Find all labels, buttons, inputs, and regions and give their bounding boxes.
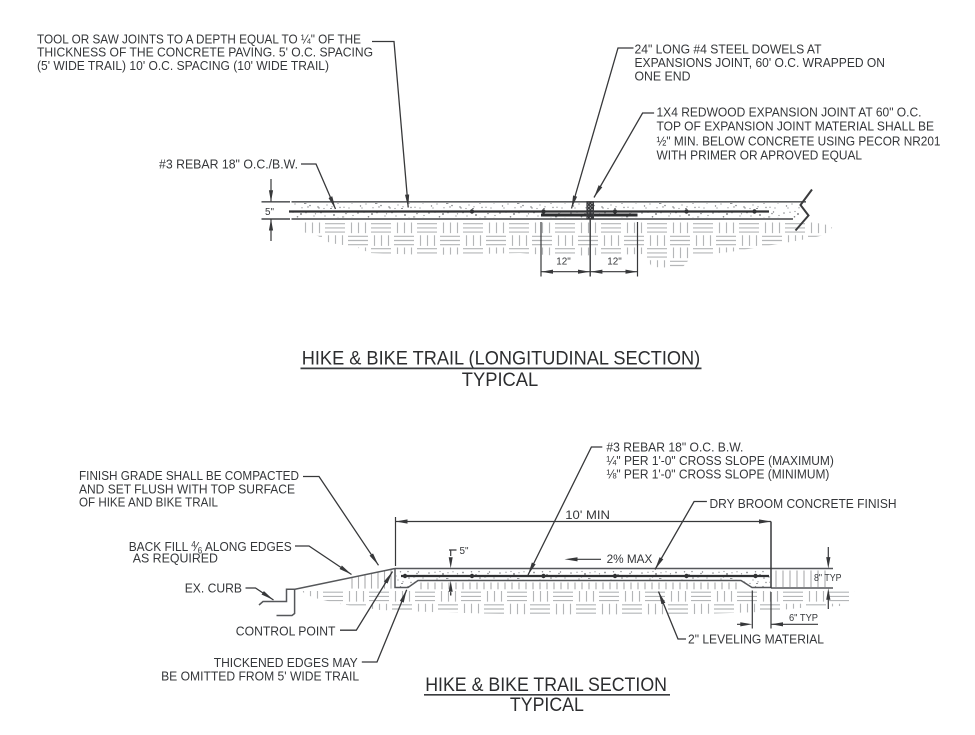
- svg-text:5": 5": [265, 207, 274, 218]
- svg-text:HIKE & BIKE TRAIL (LONGITUDINA: HIKE & BIKE TRAIL (LONGITUDINAL SECTION): [302, 348, 701, 369]
- svg-text:8" TYP: 8" TYP: [814, 573, 842, 584]
- svg-text:TOOL OR SAW JOINTS TO A DEPTH: TOOL OR SAW JOINTS TO A DEPTH EQUAL TO ¼…: [37, 31, 361, 46]
- svg-text:¼" PER 1'-0" CROSS SLOPE (MAXI: ¼" PER 1'-0" CROSS SLOPE (MAXIMUM): [606, 453, 834, 468]
- svg-text:12": 12": [607, 257, 622, 268]
- svg-text:(5' WIDE TRAIL) 10' O.C. SPACI: (5' WIDE TRAIL) 10' O.C. SPACING (10' WI…: [37, 58, 329, 73]
- svg-text:AND SET FLUSH WITH TOP SURFACE: AND SET FLUSH WITH TOP SURFACE: [79, 481, 295, 496]
- svg-text:CONTROL POINT: CONTROL POINT: [236, 623, 336, 638]
- svg-text:TYPICAL: TYPICAL: [462, 370, 538, 391]
- svg-text:BE OMITTED FROM 5' WIDE TRAIL: BE OMITTED FROM 5' WIDE TRAIL: [161, 669, 359, 684]
- svg-text:6" TYP: 6" TYP: [789, 613, 818, 624]
- svg-text:FINISH GRADE SHALL BE COMPACTE: FINISH GRADE SHALL BE COMPACTED: [79, 468, 299, 483]
- svg-text:EX. CURB: EX. CURB: [185, 581, 242, 596]
- svg-text:THICKENED EDGES MAY: THICKENED EDGES MAY: [214, 655, 358, 670]
- svg-text:TOP OF EXPANSION JOINT MATERIA: TOP OF EXPANSION JOINT MATERIAL SHALL BE: [657, 119, 935, 134]
- svg-text:5": 5": [460, 546, 469, 557]
- svg-text:24" LONG #4 STEEL DOWELS AT: 24" LONG #4 STEEL DOWELS AT: [635, 41, 822, 56]
- svg-text:2% MAX: 2% MAX: [607, 552, 653, 566]
- svg-text:10' MIN: 10' MIN: [565, 508, 610, 522]
- svg-text:DRY BROOM CONCRETE FINISH: DRY BROOM CONCRETE FINISH: [710, 496, 897, 511]
- svg-text:12": 12": [556, 257, 571, 268]
- svg-text:⅛" PER 1'-0" CROSS SLOPE (MINI: ⅛" PER 1'-0" CROSS SLOPE (MINIMUM): [606, 467, 829, 482]
- svg-text:AS REQUIRED: AS REQUIRED: [133, 551, 218, 566]
- svg-text:½" MIN. BELOW CONCRETE USING P: ½" MIN. BELOW CONCRETE USING PECOR NR201: [657, 133, 941, 148]
- svg-text:#3 REBAR 18" O.C. B.W.: #3 REBAR 18" O.C. B.W.: [606, 439, 743, 454]
- svg-text:THICKNESS OF THE CONCRETE PAVI: THICKNESS OF THE CONCRETE PAVING. 5' O.C…: [37, 45, 373, 60]
- svg-text:2" LEVELING MATERIAL: 2" LEVELING MATERIAL: [688, 632, 824, 647]
- svg-text:HIKE & BIKE TRAIL SECTION: HIKE & BIKE TRAIL SECTION: [425, 675, 667, 696]
- svg-text:1X4 REDWOOD EXPANSION JOINT AT: 1X4 REDWOOD EXPANSION JOINT AT 60" O.C.: [657, 104, 922, 119]
- svg-text:EXPANSIONS JOINT, 60' O.C. WRA: EXPANSIONS JOINT, 60' O.C. WRAPPED ON: [635, 55, 886, 70]
- svg-text:ONE END: ONE END: [635, 69, 691, 84]
- svg-text:#3 REBAR 18" O.C./B.W.: #3 REBAR 18" O.C./B.W.: [159, 157, 298, 172]
- svg-text:TYPICAL: TYPICAL: [510, 695, 584, 716]
- svg-text:BACK FILL 4⁄6 ALONG EDGES: BACK FILL 4⁄6 ALONG EDGES: [129, 539, 292, 556]
- svg-text:OF HIKE AND BIKE TRAIL: OF HIKE AND BIKE TRAIL: [79, 495, 218, 510]
- svg-text:WITH PRIMER OR APROVED EQUAL: WITH PRIMER OR APROVED EQUAL: [657, 147, 863, 162]
